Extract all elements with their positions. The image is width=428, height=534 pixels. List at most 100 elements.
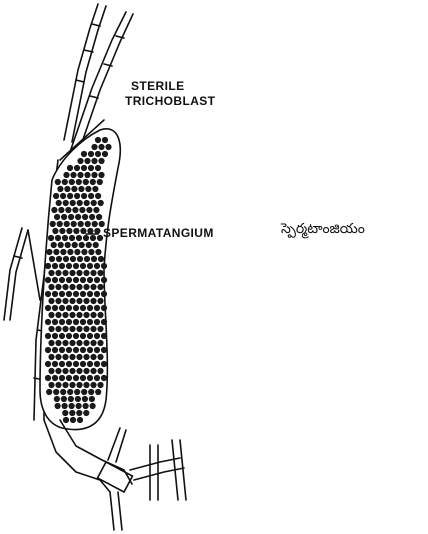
spermatium-cell: [48, 312, 54, 318]
spermatium-cell: [81, 193, 87, 199]
spermatium-cell: [77, 417, 83, 423]
spermatium-cell: [91, 172, 97, 178]
spermatium-cell: [80, 277, 86, 283]
spermatium-cell: [73, 333, 79, 339]
spermatium-cell: [69, 340, 75, 346]
spermatium-cell: [80, 228, 86, 234]
spermatium-cell: [87, 347, 93, 353]
spermatium-cell: [76, 298, 82, 304]
spermatium-cell: [76, 270, 82, 276]
spermatium-cell: [83, 326, 89, 332]
spermatium-cell: [61, 396, 67, 402]
spermatium-cell: [56, 256, 62, 262]
spermatium-cell: [50, 221, 56, 227]
spermatium-cell: [97, 326, 103, 332]
spermatium-cell: [52, 305, 58, 311]
spermatium-cell: [55, 354, 61, 360]
spermatium-cell: [58, 207, 64, 213]
spermatium-cell: [48, 354, 54, 360]
spermatium-cell: [48, 368, 54, 374]
spermatium-cell: [87, 319, 93, 325]
spermatium-cell: [52, 228, 58, 234]
spermatium-cell: [64, 186, 70, 192]
spermatium-cell: [97, 270, 103, 276]
spermatium-cell: [94, 305, 100, 311]
spermatium-cell: [95, 137, 101, 143]
spermatium-cell: [86, 207, 92, 213]
spermatium-cell: [56, 200, 62, 206]
spermatium-cell: [76, 354, 82, 360]
spermatium-cell: [60, 249, 66, 255]
spermatium-cell: [67, 249, 73, 255]
basal-axis: [44, 420, 186, 530]
spermatium-cell: [59, 319, 65, 325]
spermatium-cell: [73, 228, 79, 234]
spermatium-cell: [62, 312, 68, 318]
spermatium-cell: [74, 249, 80, 255]
spermatium-cell: [97, 368, 103, 374]
spermatium-cell: [54, 396, 60, 402]
spermatium-cell: [80, 361, 86, 367]
spermatium-cell: [77, 200, 83, 206]
spermatium-cell: [66, 361, 72, 367]
spermatium-cell: [97, 340, 103, 346]
spermatium-cell: [45, 277, 51, 283]
sterile-trichoblast-label-line2: TRICHOBLAST: [125, 94, 215, 108]
spermatium-cell: [94, 361, 100, 367]
spermatium-cell: [60, 193, 66, 199]
spermatium-cell: [55, 312, 61, 318]
spermatium-cell: [59, 361, 65, 367]
spermatium-cell: [67, 389, 73, 395]
spermatium-cell: [66, 277, 72, 283]
spermatium-cell: [66, 333, 72, 339]
spermatium-cell: [63, 256, 69, 262]
spermatium-cell: [87, 291, 93, 297]
spermatium-cell: [65, 242, 71, 248]
spermatium-cell: [59, 347, 65, 353]
spermatium-cell: [67, 193, 73, 199]
spermatium-cell: [79, 242, 85, 248]
spermatium-cell: [69, 179, 75, 185]
spermatium-cell: [87, 333, 93, 339]
spermatium-cell: [53, 389, 59, 395]
spermatium-cell: [52, 277, 58, 283]
spermatium-cell: [71, 221, 77, 227]
spermatium-cell: [94, 277, 100, 283]
spermatium-cell: [62, 298, 68, 304]
spermatium-cell: [69, 410, 75, 416]
spermatium-cell: [62, 270, 68, 276]
spermatium-cell: [80, 375, 86, 381]
spermatium-cell: [52, 347, 58, 353]
spermatium-cell: [94, 291, 100, 297]
spermatium-cell: [59, 305, 65, 311]
spermatium-cell: [94, 347, 100, 353]
spermatium-cell: [84, 256, 90, 262]
spermatium-cell: [62, 410, 68, 416]
spermatium-cell: [80, 263, 86, 269]
spermatium-cell: [94, 319, 100, 325]
spermatium-cell: [48, 326, 54, 332]
spermatium-cell: [101, 347, 107, 353]
spermatium-cell: [83, 382, 89, 388]
spermatium-cell: [83, 235, 89, 241]
spermatium-cell: [83, 354, 89, 360]
spermatium-cell: [83, 284, 89, 290]
spermatium-cell: [69, 354, 75, 360]
side-branch-left: [4, 228, 40, 320]
spermatium-cell: [69, 284, 75, 290]
spermatium-cell: [48, 340, 54, 346]
spermatium-cell: [87, 375, 93, 381]
spermatium-cell: [80, 333, 86, 339]
spermatium-cell: [78, 221, 84, 227]
spermatium-cell: [48, 270, 54, 276]
spermatium-cell: [87, 305, 93, 311]
spermatium-cell: [57, 221, 63, 227]
spermatium-cell: [76, 410, 82, 416]
spermatium-cell: [76, 403, 82, 409]
spermatium-cell: [85, 221, 91, 227]
spermatium-cell: [55, 326, 61, 332]
spermatium-cell: [46, 249, 52, 255]
spermatium-cell: [45, 375, 51, 381]
spermatium-cell: [77, 158, 83, 164]
spermatium-cell: [53, 193, 59, 199]
